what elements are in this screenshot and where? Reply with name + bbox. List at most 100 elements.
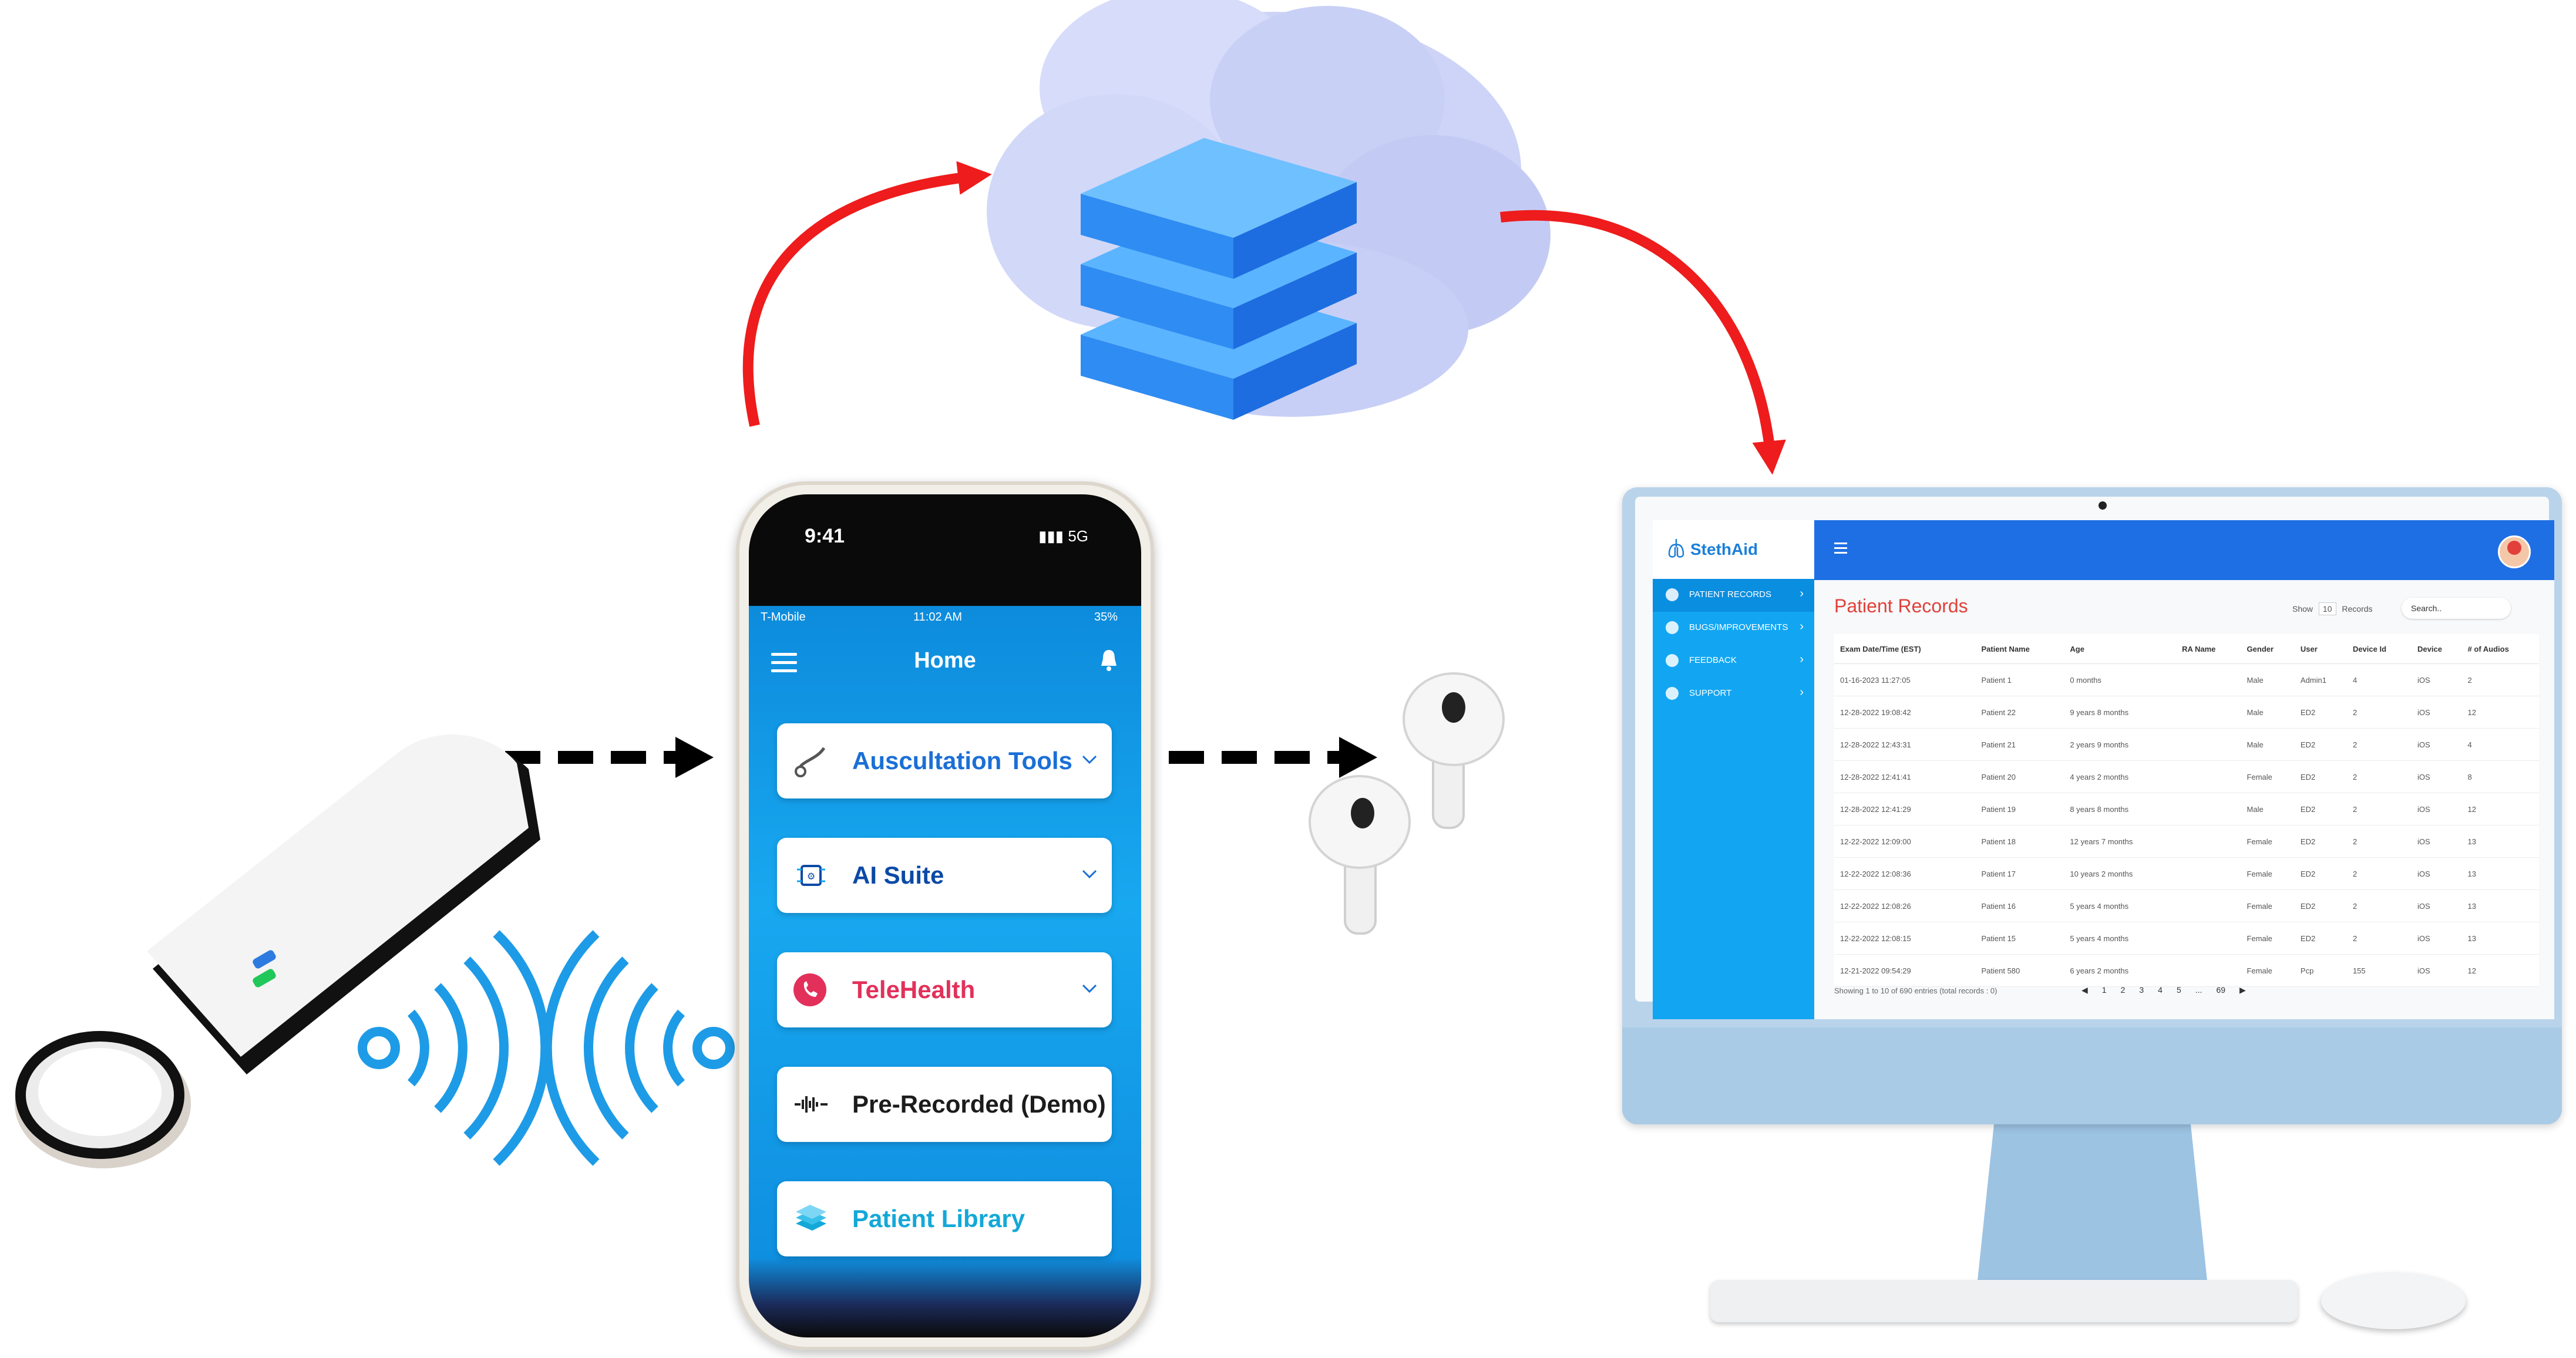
table-cell xyxy=(2176,825,2241,858)
table-cell: Female xyxy=(2241,922,2295,955)
chevron-down-icon xyxy=(1082,870,1097,879)
page-link[interactable]: 1 xyxy=(2101,985,2107,995)
menu-ai-suite[interactable]: ⚙ AI Suite xyxy=(777,838,1112,913)
column-header[interactable]: Gender xyxy=(2241,634,2295,664)
hamburger-menu-icon[interactable] xyxy=(771,653,797,673)
sidebar-item-label: BUGS/IMPROVEMENTS xyxy=(1689,622,1788,632)
next-page-icon[interactable]: ▶ xyxy=(2239,985,2246,995)
table-cell: iOS xyxy=(2412,793,2462,825)
column-header[interactable]: # of Audios xyxy=(2461,634,2539,664)
table-cell: 12-22-2022 12:08:36 xyxy=(1834,857,1976,890)
column-header[interactable]: User xyxy=(2294,634,2347,664)
hamburger-menu-icon[interactable] xyxy=(1834,542,1847,554)
table-cell: 5 years 4 months xyxy=(2064,889,2177,922)
table-cell: ED2 xyxy=(2294,760,2347,793)
table-cell: Female xyxy=(2241,760,2295,793)
wireless-signal-icon xyxy=(358,930,735,1166)
column-header[interactable]: Patient Name xyxy=(1975,634,2064,664)
table-cell: 01-16-2023 11:27:05 xyxy=(1834,663,1976,696)
menu-auscultation-tools[interactable]: Auscultation Tools xyxy=(777,723,1112,798)
table-cell xyxy=(2176,889,2241,922)
page-link[interactable]: 4 xyxy=(2158,985,2163,995)
page-link[interactable]: ... xyxy=(2195,985,2202,995)
menu-telehealth[interactable]: TeleHealth xyxy=(777,952,1112,1027)
page-size-control: Show 10 Records xyxy=(2292,602,2373,615)
records-label: Records xyxy=(2342,604,2373,614)
records-icon xyxy=(1666,588,1679,601)
monitor-stand xyxy=(1956,1124,2232,1302)
column-header[interactable]: Exam Date/Time (EST) xyxy=(1834,634,1976,664)
table-cell: ED2 xyxy=(2294,857,2347,890)
table-cell: 4 xyxy=(2461,728,2539,761)
phone-screen: 9:41 ▮▮▮ 5G T-Mobile 11:02 AM 35% Home A… xyxy=(749,494,1141,1337)
sidebar-item-label: SUPPORT xyxy=(1689,688,1732,698)
table-cell: 12-28-2022 12:43:31 xyxy=(1834,728,1976,761)
inner-time: 11:02 AM xyxy=(913,611,963,624)
table-cell: iOS xyxy=(2412,889,2462,922)
previous-page-icon[interactable]: ◀ xyxy=(2081,985,2088,995)
chevron-right-icon: › xyxy=(1800,653,1804,666)
page-size-select[interactable]: 10 xyxy=(2318,602,2336,615)
column-header[interactable]: RA Name xyxy=(2176,634,2241,664)
table-cell: Patient 16 xyxy=(1975,889,2064,922)
table-cell: Patient 22 xyxy=(1975,696,2064,729)
sidebar-item-patient-records[interactable]: PATIENT RECORDS › xyxy=(1653,579,1814,612)
table-cell: 2 xyxy=(2461,663,2539,696)
digital-stethoscope xyxy=(15,734,540,1168)
carrier-label: T-Mobile xyxy=(761,611,806,624)
phone-notch xyxy=(869,494,1021,531)
page-link[interactable]: 5 xyxy=(2176,985,2181,995)
table-cell: iOS xyxy=(2412,728,2462,761)
table-cell: Patient 15 xyxy=(1975,922,2064,955)
table-cell: 2 xyxy=(2346,825,2412,858)
table-cell: Patient 18 xyxy=(1975,825,2064,858)
table-cell: Female xyxy=(2241,954,2295,987)
column-header[interactable]: Device Id xyxy=(2346,634,2412,664)
column-header[interactable]: Age xyxy=(2064,634,2177,664)
table-cell: Male xyxy=(2241,793,2295,825)
menu-pre-recorded[interactable]: Pre-Recorded (Demo) xyxy=(777,1067,1112,1142)
table-cell: 155 xyxy=(2346,954,2412,987)
sidebar-item-support[interactable]: SUPPORT › xyxy=(1653,678,1814,710)
brand-logo[interactable]: StethAid xyxy=(1653,520,1814,579)
table-cell: 13 xyxy=(2461,825,2539,858)
page-link[interactable]: 69 xyxy=(2216,985,2226,995)
sidebar-item-feedback[interactable]: FEEDBACK › xyxy=(1653,645,1814,678)
dashboard-main: Patient Records Show 10 Records Search..… xyxy=(1814,580,2554,1019)
table-cell: ED2 xyxy=(2294,728,2347,761)
table-cell: 0 months xyxy=(2064,663,2177,696)
column-header[interactable]: Device xyxy=(2412,634,2462,664)
bell-icon[interactable] xyxy=(1099,648,1119,672)
page-link[interactable]: 3 xyxy=(2139,985,2144,995)
table-cell: 2 xyxy=(2346,696,2412,729)
search-input[interactable]: Search.. xyxy=(2402,598,2511,619)
phone-icon xyxy=(793,973,826,1006)
sidebar-item-bugs[interactable]: BUGS/IMPROVEMENTS › xyxy=(1653,612,1814,645)
menu-patient-library[interactable]: Patient Library xyxy=(777,1181,1112,1256)
avatar[interactable] xyxy=(2498,535,2531,568)
page-link[interactable]: 2 xyxy=(2120,985,2126,995)
table-cell: 12-21-2022 09:54:29 xyxy=(1834,954,1976,987)
table-cell: 13 xyxy=(2461,857,2539,890)
table-cell: 12 xyxy=(2461,954,2539,987)
table-cell: 12 years 7 months xyxy=(2064,825,2177,858)
desktop-monitor: StethAid PATIENT RECORDS › BUGS/IMPROVEM… xyxy=(1622,487,2562,1124)
screen-title: Home xyxy=(914,648,976,673)
waveform-icon xyxy=(795,1096,828,1113)
table-cell: 12 xyxy=(2461,696,2539,729)
table-cell: 8 xyxy=(2461,760,2539,793)
table-cell: 12-28-2022 12:41:29 xyxy=(1834,793,1976,825)
